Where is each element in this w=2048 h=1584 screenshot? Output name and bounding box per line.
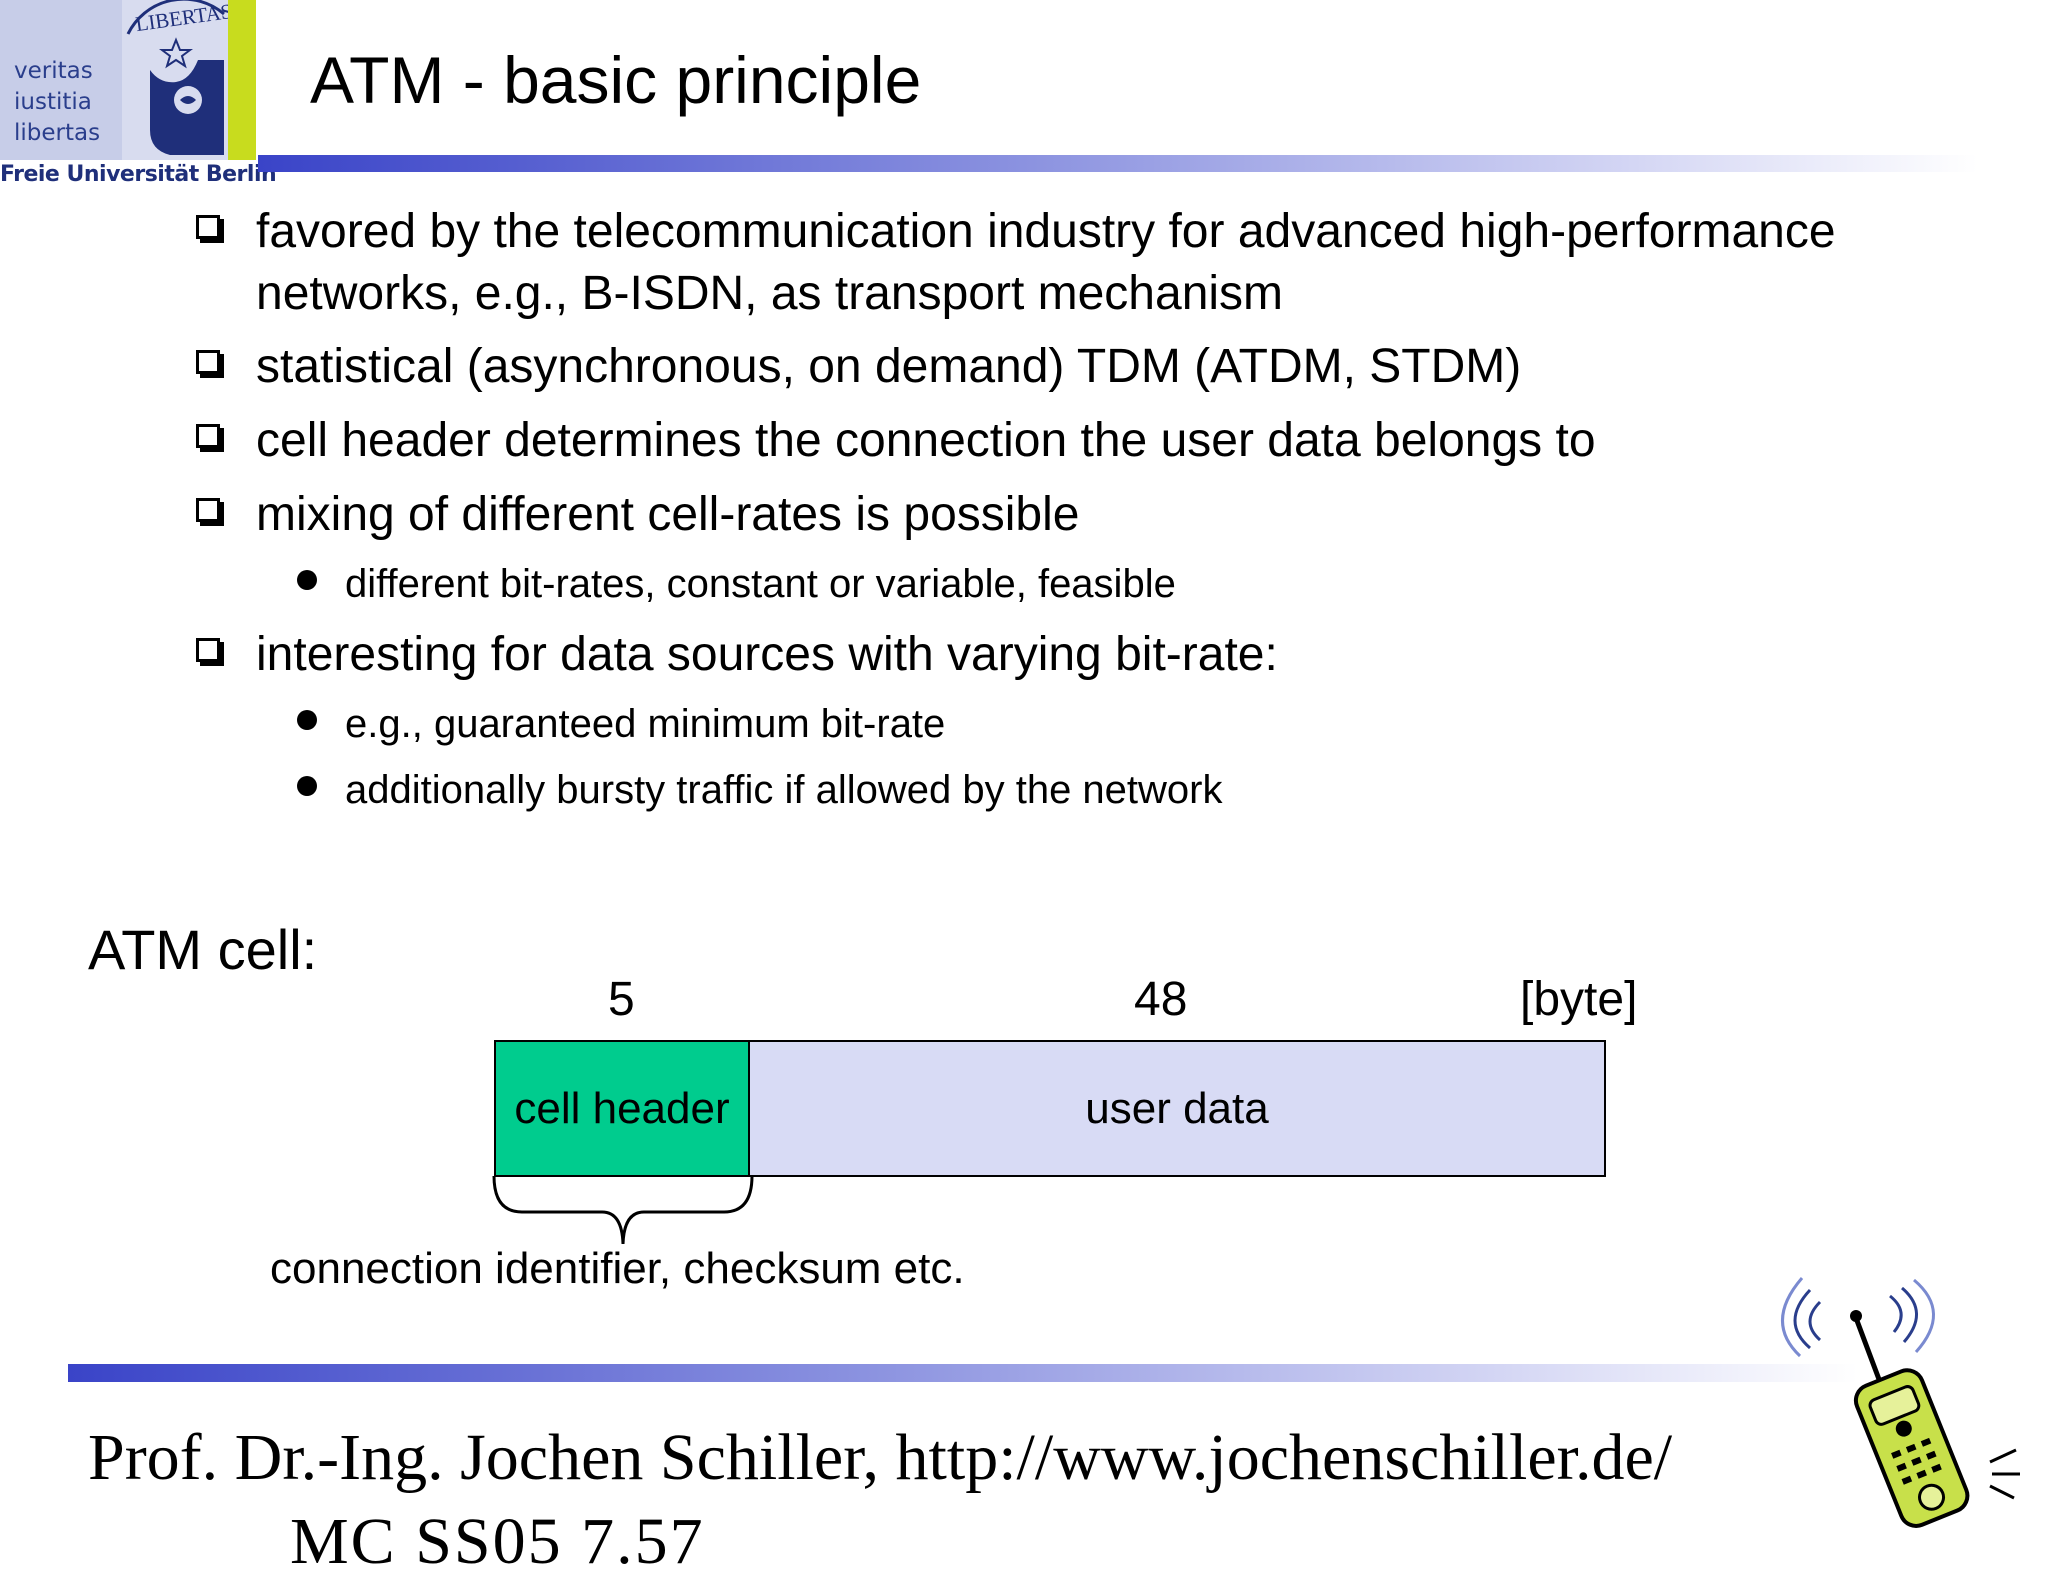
bullet-continuation: networks, e.g., B-ISDN, as transport mec… — [256, 267, 1284, 320]
footer-course: MC SS05 7.57 — [290, 1505, 705, 1578]
header-size-label: 5 — [608, 973, 635, 1026]
bullet-text: cell header determines the connection th… — [256, 414, 1596, 467]
user-data-block: user data — [750, 1040, 1606, 1177]
dot-bullet-icon — [297, 570, 317, 590]
sub-bullet-text: e.g., guaranteed minimum bit-rate — [345, 702, 946, 746]
motto-line: veritas — [14, 58, 93, 84]
dot-bullet-icon — [297, 776, 317, 796]
unit-label: [byte] — [1520, 973, 1638, 1026]
mobile-phone-icon — [1781, 1277, 2020, 1528]
seal-text: LIBERTAS — [134, 0, 228, 36]
curly-brace-icon — [492, 1176, 754, 1245]
footer-author: Prof. Dr.-Ing. Jochen Schiller, http://w… — [88, 1421, 1673, 1494]
university-logo: veritas iustitia libertas LIBERTAS Freie… — [0, 0, 277, 187]
cell-header-label: cell header — [514, 1083, 730, 1133]
bullet-text: mixing of different cell-rates is possib… — [256, 488, 1080, 541]
motto-line: iustitia — [14, 89, 92, 115]
sub-bullet-text: different bit-rates, constant or variabl… — [345, 562, 1176, 606]
university-name: Freie Universität Berlin — [0, 162, 277, 187]
logo-blue-panel — [0, 0, 122, 160]
sub-bullet-text: additionally bursty traffic if allowed b… — [345, 768, 1223, 812]
logo-green-stripe — [228, 0, 256, 160]
checkbox-bullet-icon — [196, 498, 220, 522]
bullet-text: statistical (asynchronous, on demand) TD… — [256, 340, 1522, 393]
atm-cell-label: ATM cell: — [88, 918, 318, 981]
checkbox-bullet-icon — [196, 350, 220, 374]
user-data-label: user data — [1085, 1083, 1269, 1133]
checkbox-bullet-icon — [196, 638, 220, 662]
checkbox-bullet-icon — [196, 215, 220, 239]
bullet-text: interesting for data sources with varyin… — [256, 628, 1278, 681]
dot-bullet-icon — [297, 710, 317, 730]
footer-divider — [68, 1364, 1858, 1382]
logo-motto: veritas iustitia libertas — [14, 56, 100, 149]
bullet-text: favored by the telecommunication industr… — [256, 205, 1836, 258]
cell-header-block: cell header — [494, 1040, 750, 1177]
data-size-label: 48 — [1134, 973, 1188, 1026]
seal-icon: LIBERTAS — [126, 0, 228, 155]
title-divider — [258, 155, 1978, 172]
checkbox-bullet-icon — [196, 424, 220, 448]
slide-title: ATM - basic principle — [310, 43, 922, 117]
motto-line: libertas — [14, 120, 101, 146]
header-description: connection identifier, checksum etc. — [270, 1244, 965, 1293]
